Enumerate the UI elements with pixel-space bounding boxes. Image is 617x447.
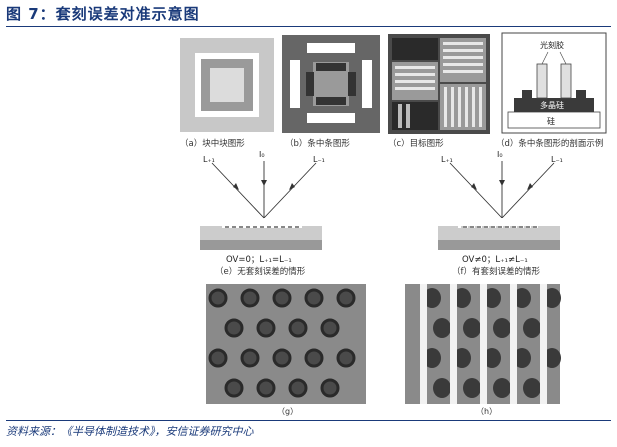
dot-mark	[493, 378, 511, 398]
panel-b-bar-in-bar	[282, 35, 380, 133]
panel-c-target-pattern	[388, 34, 490, 134]
panel-c-caption: （c）目标图形	[388, 138, 444, 149]
panel-g-aligned-pattern	[206, 284, 366, 404]
ring-mark	[304, 348, 324, 368]
panel-a-block-in-block	[180, 38, 274, 132]
polysilicon-label: 多晶硅	[540, 100, 564, 110]
ring-mark	[272, 348, 292, 368]
dot-mark	[423, 288, 441, 308]
beam-i0-label-e: I₀	[259, 150, 265, 159]
panel-f-caption: （f）有套刻误差的情形	[452, 266, 540, 277]
panel-g-caption: （g）	[277, 407, 298, 416]
dot-mark	[523, 378, 541, 398]
ring-mark	[224, 378, 244, 398]
dot-mark	[543, 288, 561, 308]
figure-title: 图 7：套刻误差对准示意图	[6, 2, 611, 27]
beam-l-plus1-label-f: L₊₁	[441, 155, 453, 164]
dot-mark	[423, 348, 441, 368]
dot-mark	[463, 378, 481, 398]
dot-mark	[463, 318, 481, 338]
panel-h-caption: （h）	[476, 407, 497, 416]
panel-a-caption: （a）块中块图形	[180, 138, 245, 149]
panel-d-caption: （d）条中条图形的剖面示例	[496, 138, 603, 149]
panel-e-diffraction-no-error	[200, 161, 322, 250]
ring-mark	[224, 318, 244, 338]
dot-mark	[483, 348, 501, 368]
ring-mark	[240, 288, 260, 308]
beam-l-plus1-label-e: L₊₁	[203, 155, 215, 164]
dot-mark	[453, 288, 471, 308]
panel-f-diffraction-with-error	[438, 161, 560, 250]
ring-mark	[272, 288, 292, 308]
source-footer: 资料来源：《半导体制造技术》，安信证券研究中心	[6, 420, 611, 443]
ring-mark	[208, 348, 228, 368]
ring-mark	[336, 348, 356, 368]
ring-mark	[304, 288, 324, 308]
dot-mark	[513, 348, 531, 368]
beam-l-minus1-label-e: L₋₁	[313, 155, 325, 164]
ring-mark	[256, 318, 276, 338]
panel-e-caption: （e）无套刻误差的情形	[215, 266, 306, 277]
ring-mark	[336, 288, 356, 308]
dot-mark	[433, 378, 451, 398]
panel-b-caption: （b）条中条图形	[285, 138, 350, 149]
dot-mark	[543, 348, 561, 368]
dot-mark	[513, 288, 531, 308]
panel-h-misaligned-pattern	[405, 284, 561, 404]
ring-mark	[288, 318, 308, 338]
dot-mark	[493, 318, 511, 338]
photoresist-label: 光刻胶	[540, 40, 564, 50]
ring-mark	[288, 378, 308, 398]
panel-d-cross-section	[501, 32, 607, 134]
beam-l-minus1-label-f: L₋₁	[551, 155, 563, 164]
panel-f-formula: OV≠0；L₊₁≠L₋₁	[462, 255, 528, 265]
dot-mark	[523, 318, 541, 338]
beam-i0-label-f: I₀	[497, 150, 503, 159]
dot-mark	[433, 318, 451, 338]
ring-mark	[240, 348, 260, 368]
dot-mark	[483, 288, 501, 308]
ring-mark	[256, 378, 276, 398]
silicon-label: 硅	[547, 116, 555, 126]
ring-mark	[320, 378, 340, 398]
dot-mark	[453, 348, 471, 368]
ring-mark	[320, 318, 340, 338]
panel-e-formula: OV=0；L₊₁=L₋₁	[226, 255, 292, 265]
ring-mark	[208, 288, 228, 308]
